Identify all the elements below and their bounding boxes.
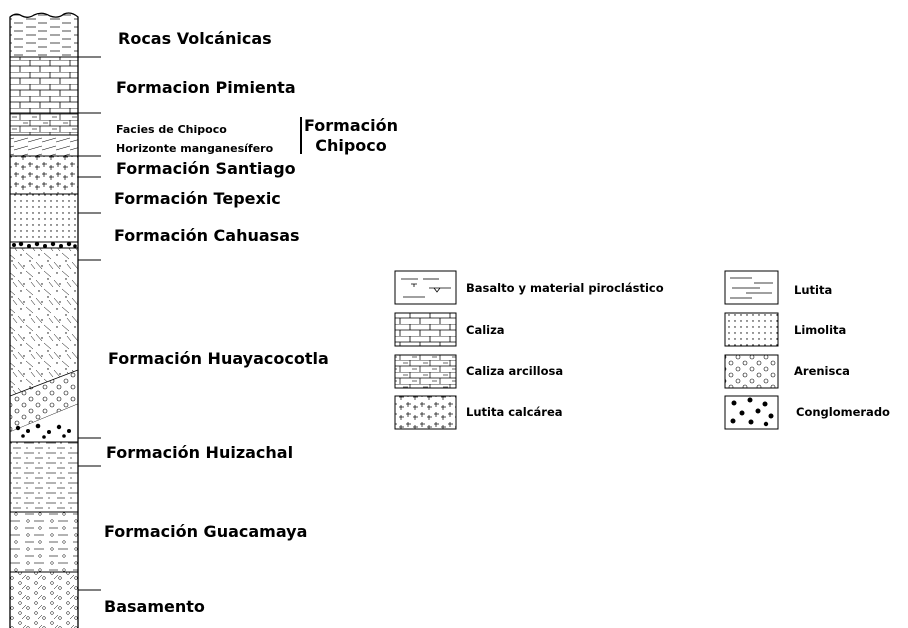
layer-horizonte [10, 135, 78, 156]
column-layers [10, 13, 78, 628]
layer-santiago [10, 156, 78, 194]
layer-facies-chipoco [10, 113, 78, 135]
legend-box-conglomerado [724, 395, 779, 430]
layer-volcanic [10, 13, 78, 57]
legend-box-caliza-arcillosa [394, 354, 457, 389]
legend-label-conglomerado: Conglomerado [796, 405, 890, 419]
layer-huayacocotla [10, 248, 78, 396]
label-formacion-guacamaya: Formación Guacamaya [104, 522, 308, 541]
legend-label-caliza: Caliza [466, 323, 505, 337]
legend-label-limolita: Limolita [794, 323, 847, 337]
label-formacion-santiago: Formación Santiago [116, 159, 296, 178]
label-facies-chipoco: Facies de Chipoco [116, 123, 227, 136]
cahuasas-conglomerate-dots [12, 241, 77, 248]
layer-pimienta [10, 57, 78, 113]
legend-box-caliza [394, 312, 457, 347]
legend-label-basalto: Basalto y material piroclástico [466, 281, 664, 295]
layer-huizachal [10, 442, 78, 512]
layer-boundaries [10, 56, 78, 573]
legend-label-lutita-calcarea: Lutita calcárea [466, 405, 563, 419]
label-formacion-huayacocotla: Formación Huayacocotla [108, 349, 329, 368]
label-formacion-huizachal: Formación Huizachal [106, 443, 294, 462]
layer-tepexic [10, 194, 78, 242]
label-rocas-volcanicas: Rocas Volcánicas [118, 29, 272, 48]
legend-box-arenisca [724, 354, 779, 389]
legend-label-arenisca: Arenisca [794, 364, 850, 378]
label-horizonte-manganesifero: Horizonte manganesífero [116, 142, 274, 155]
label-formacion-chipoco: Formación Chipoco [304, 116, 398, 156]
label-basamento: Basamento [104, 597, 205, 616]
layer-basamento [10, 572, 78, 628]
label-formacion-cahuasas: Formación Cahuasas [114, 226, 300, 245]
huayacocotla-conglomerate-dots [15, 423, 71, 439]
label-formacion-tepexic: Formación Tepexic [114, 189, 281, 208]
legend-box-basalto [394, 270, 457, 305]
legend-box-lutita-calcarea [394, 395, 457, 430]
legend-box-lutita [724, 270, 779, 305]
chipoco-bracket [300, 117, 302, 154]
boundary-ticks [78, 56, 101, 591]
chipoco-title-line1: Formación [304, 116, 398, 135]
legend-label-lutita: Lutita [794, 283, 833, 297]
legend-label-caliza-arcillosa: Caliza arcillosa [466, 364, 564, 378]
chipoco-title-line2: Chipoco [315, 136, 387, 155]
legend-box-limolita [724, 312, 779, 347]
layer-guacamaya [10, 512, 78, 572]
column-outline [9, 12, 79, 628]
label-formacion-pimienta: Formacion Pimienta [116, 78, 296, 97]
